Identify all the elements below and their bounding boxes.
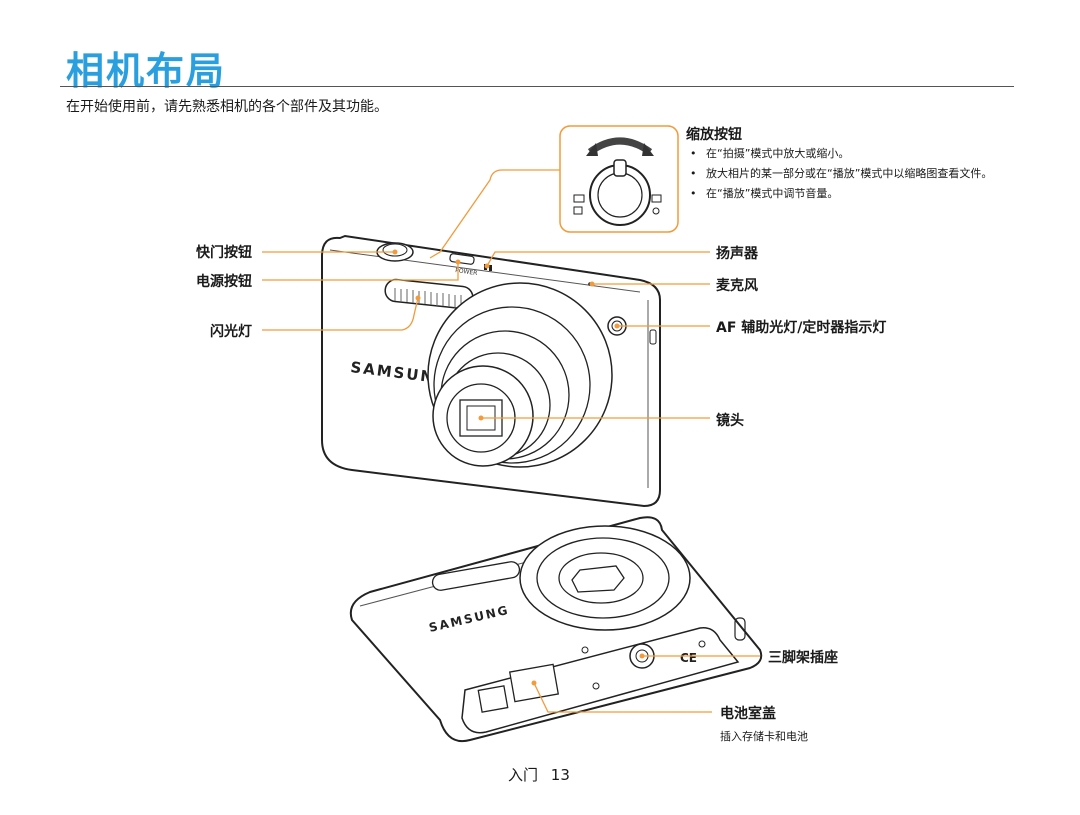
- zoom-button-label: 缩放按钮: [686, 127, 742, 143]
- speaker-label: 扬声器: [716, 246, 758, 262]
- battery-door-sub: 插入存储卡和电池: [720, 730, 808, 743]
- camera-front: POWER SAMSUNG: [321, 234, 661, 508]
- shutter-button-label: 快门按钮: [196, 245, 252, 261]
- ce-mark-icon: CE: [680, 651, 697, 665]
- mic-label: 麦克风: [716, 278, 758, 294]
- tripod-socket-label: 三脚架插座: [768, 650, 838, 666]
- lens-label: 镜头: [716, 413, 744, 429]
- power-button-label: 电源按钮: [196, 274, 252, 290]
- callout-dots: [392, 249, 645, 686]
- page-footer: 入门 13: [508, 764, 570, 785]
- title-divider: [60, 86, 1014, 87]
- intro-text: 在开始使用前，请先熟悉相机的各个部件及其功能。: [66, 99, 388, 115]
- callout-lines: [262, 169, 760, 713]
- power-label: POWER: [455, 267, 478, 277]
- af-lamp-label: AF 辅助光灯/定时器指示灯: [716, 320, 887, 336]
- page-title: 相机布局: [66, 49, 227, 93]
- flash-label: 闪光灯: [210, 324, 252, 340]
- camera-bottom: SAMSUNG CE: [349, 516, 763, 742]
- zoom-bullet: 在“播放”模式中调节音量。: [686, 186, 1006, 202]
- zoom-bullet: 放大相片的某一部分或在“播放”模式中以缩略图查看文件。: [686, 166, 996, 182]
- zoom-inset: [559, 125, 679, 233]
- zoom-bullet: 在“拍摄”模式中放大或缩小。: [686, 146, 1006, 162]
- battery-door-label: 电池室盖: [720, 706, 776, 722]
- footer-page-number: 13: [550, 766, 570, 784]
- footer-section: 入门: [508, 766, 539, 784]
- zoom-bullets: 在“拍摄”模式中放大或缩小。 放大相片的某一部分或在“播放”模式中以缩略图查看文…: [686, 146, 1006, 206]
